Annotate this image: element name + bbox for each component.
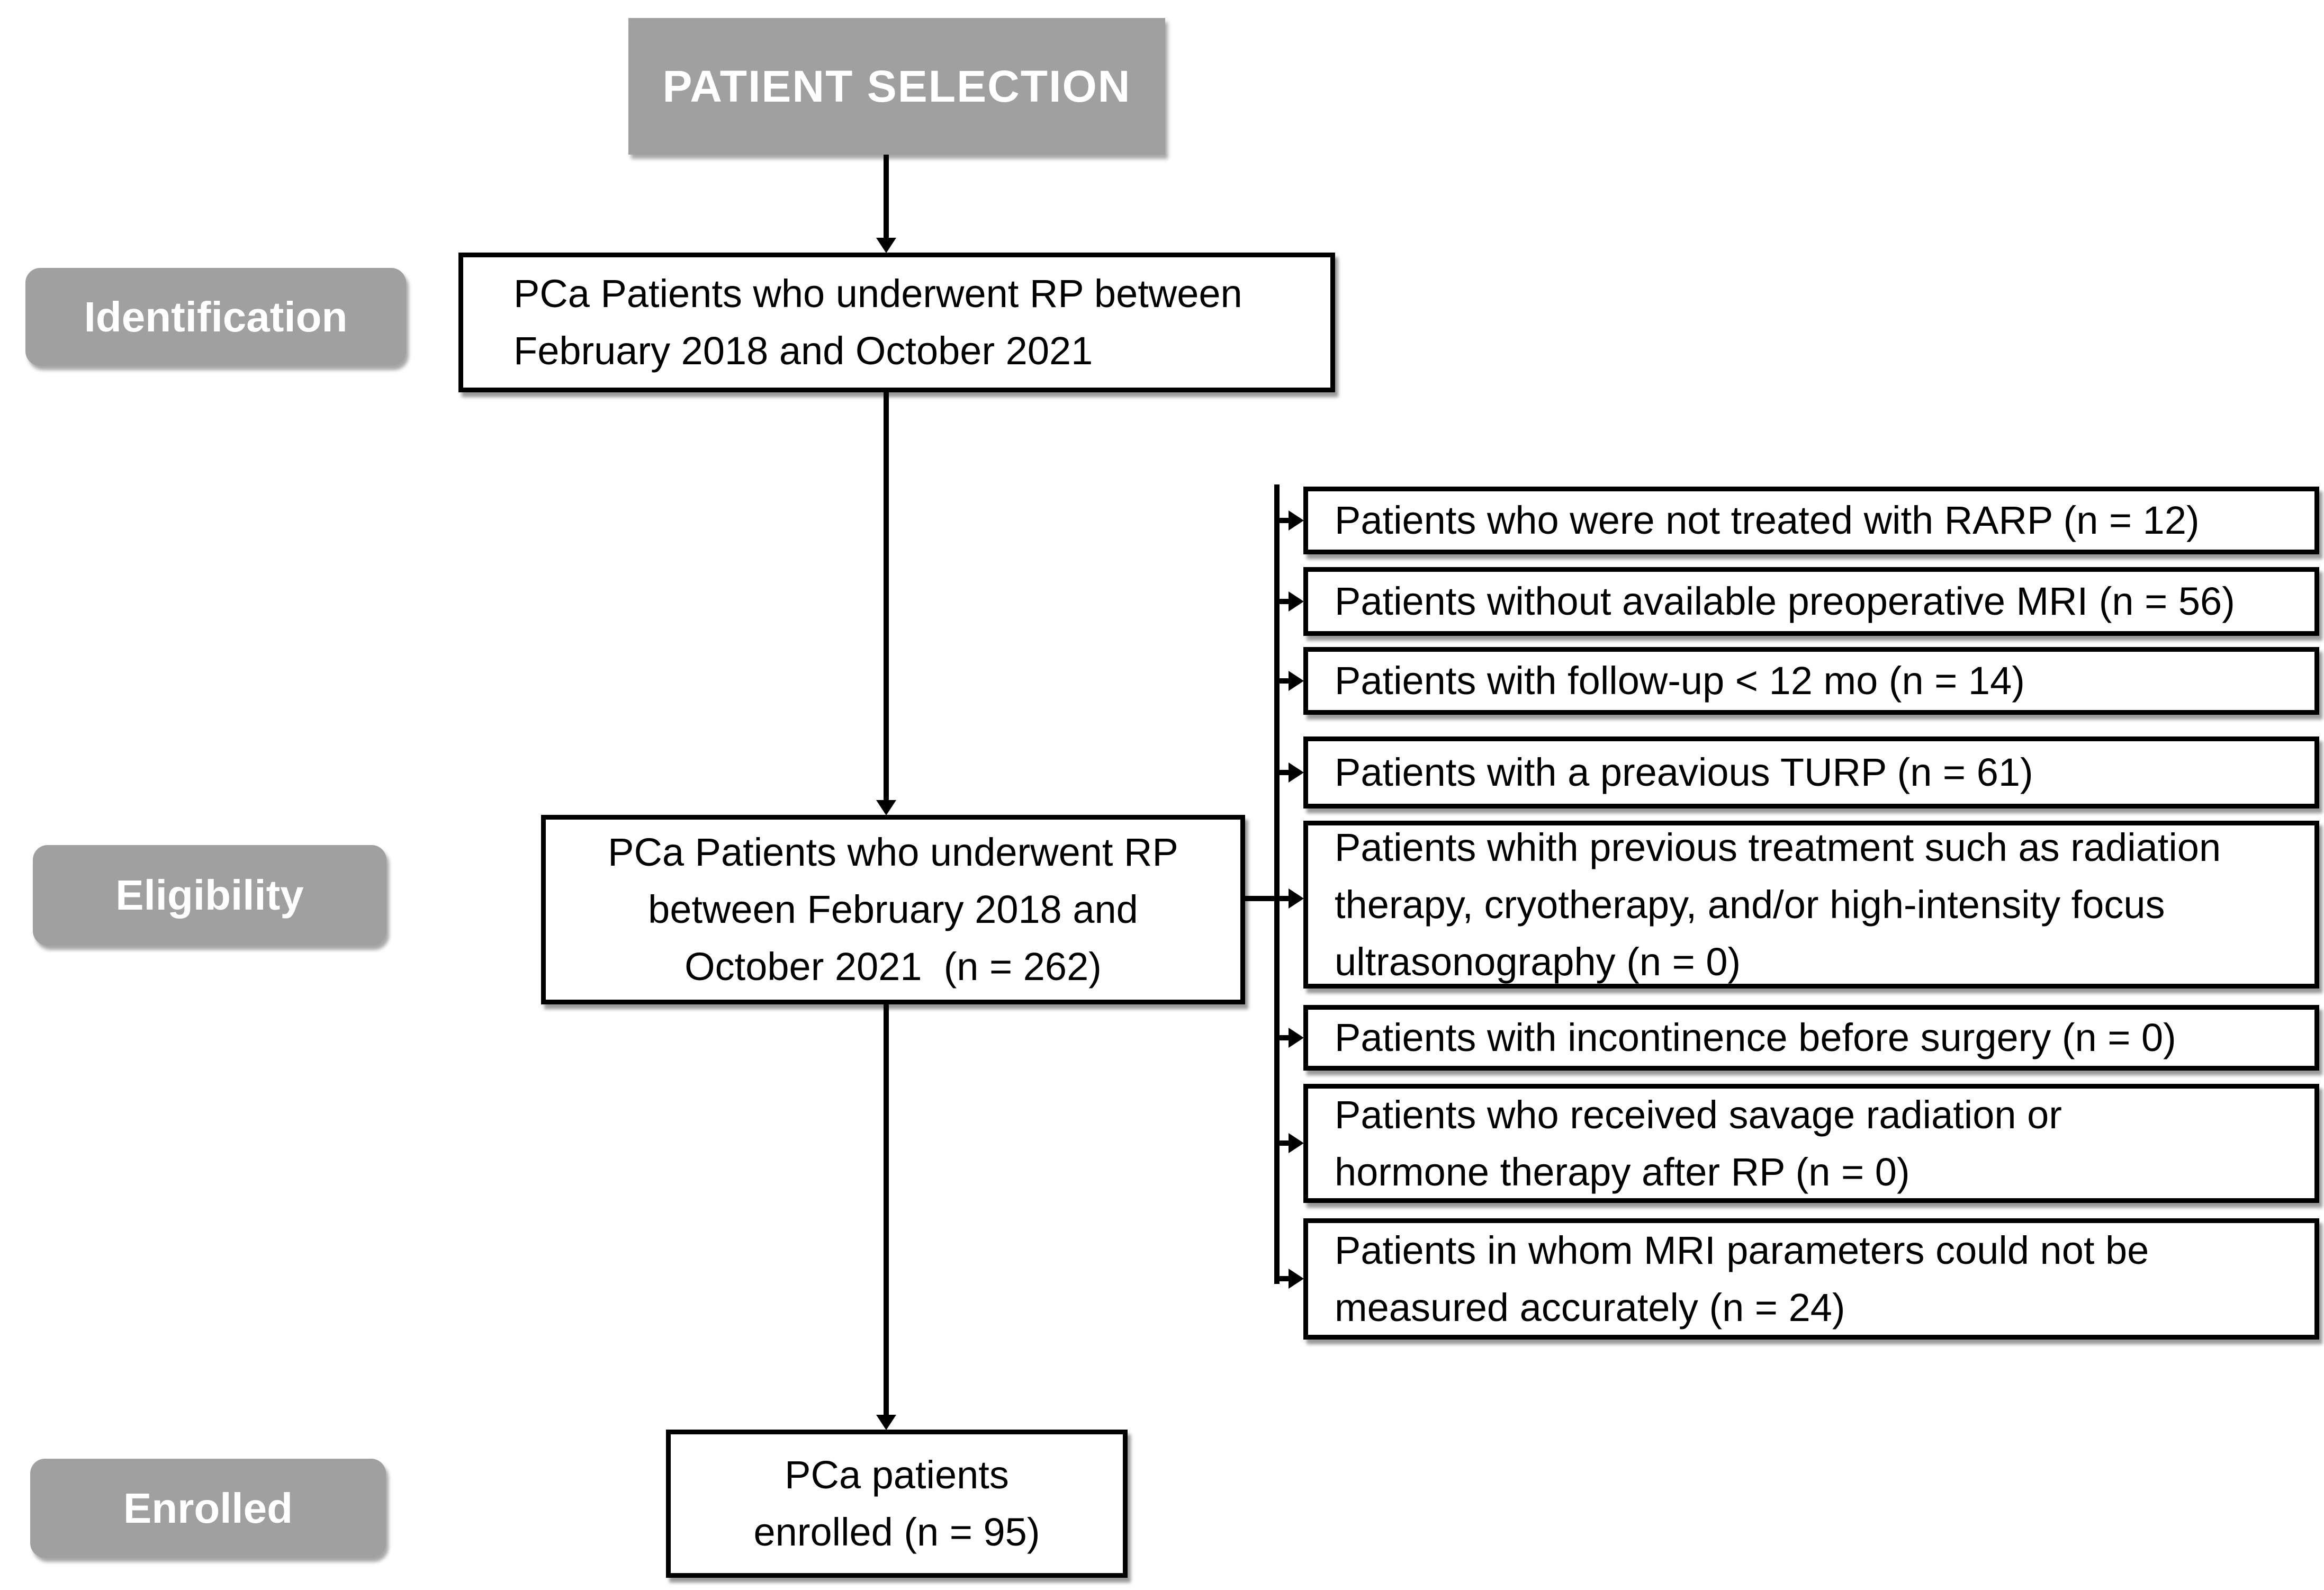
banner-patient-selection: PATIENT SELECTION xyxy=(628,18,1165,155)
exclusion-stub-line xyxy=(1277,518,1292,523)
exclusion-text: Patients who received savage radiation o… xyxy=(1335,1092,2062,1137)
stage-label-enrolled: Enrolled xyxy=(30,1459,386,1558)
exclusion-stub-line xyxy=(1277,1035,1292,1040)
exclusion-text: ultrasonography (n = 0) xyxy=(1335,939,1741,984)
exclusion-box-incontinence: Patients with incontinence before surger… xyxy=(1303,1005,2319,1071)
arrowhead-right-icon xyxy=(1289,510,1304,531)
exclusion-box-mri-parameters: Patients in whom MRI parameters could no… xyxy=(1303,1218,2319,1340)
exclusion-box-short-followup: Patients with follow-up < 12 mo (n = 14) xyxy=(1303,647,2319,715)
flow-box-text: between February 2018 and xyxy=(648,887,1138,931)
banner-label: PATIENT SELECTION xyxy=(662,61,1131,111)
exclusion-text: Patients with incontinence before surger… xyxy=(1335,1016,2176,1059)
flow-box-text: February 2018 and October 2021 xyxy=(514,329,1093,373)
stage-label-text: Eligibility xyxy=(115,872,304,919)
identification-box: PCa Patients who underwent RP between Fe… xyxy=(458,253,1335,392)
arrow-eligibility-to-enrolled-line xyxy=(884,1004,889,1418)
stage-label-identification: Identification xyxy=(25,268,406,366)
flow-box-text: October 2021 (n = 262) xyxy=(684,945,1102,989)
exclusion-stub-line xyxy=(1277,678,1292,684)
arrow-banner-to-identification-line xyxy=(884,155,889,241)
exclusion-text: measured accurately (n = 24) xyxy=(1335,1285,1845,1330)
eligibility-to-exclusions-line xyxy=(1245,896,1291,901)
exclusion-text: Patients whith previous treatment such a… xyxy=(1335,825,2221,869)
exclusion-stub-line xyxy=(1277,1140,1292,1146)
exclusion-text: Patients without available preoperative … xyxy=(1335,579,2235,623)
exclusion-stub-line xyxy=(1277,770,1292,775)
stage-label-text: Enrolled xyxy=(123,1484,293,1532)
enrolled-box: PCa patients enrolled (n = 95) xyxy=(666,1430,1128,1578)
exclusion-stub-line xyxy=(1277,1276,1292,1281)
exclusion-box-no-preop-mri: Patients without available preoperative … xyxy=(1303,567,2319,636)
exclusions-trunk-line xyxy=(1274,484,1280,1284)
arrowhead-down-icon xyxy=(876,800,896,815)
flow-box-text: PCa Patients who underwent RP xyxy=(608,830,1178,874)
arrowhead-down-icon xyxy=(876,1415,896,1430)
stage-label-text: Identification xyxy=(84,293,348,340)
exclusion-stub-line xyxy=(1277,599,1292,604)
exclusion-text: Patients who were not treated with RARP … xyxy=(1335,498,2200,542)
exclusion-box-previous-treatment: Patients whith previous treatment such a… xyxy=(1303,821,2319,989)
exclusion-text: Patients in whom MRI parameters could no… xyxy=(1335,1228,2149,1272)
arrowhead-right-icon xyxy=(1289,1269,1304,1289)
exclusion-box-previous-turp: Patients with a preavious TURP (n = 61) xyxy=(1303,736,2319,809)
arrowhead-right-icon xyxy=(1289,591,1304,612)
arrowhead-down-icon xyxy=(876,238,896,253)
exclusion-text: hormone therapy after RP (n = 0) xyxy=(1335,1149,1910,1194)
eligibility-box: PCa Patients who underwent RP between Fe… xyxy=(541,815,1245,1004)
arrowhead-right-icon xyxy=(1289,888,1304,909)
arrowhead-right-icon xyxy=(1289,671,1304,691)
arrowhead-right-icon xyxy=(1289,1133,1304,1153)
stage-label-eligibility: Eligibility xyxy=(33,845,386,946)
arrowhead-right-icon xyxy=(1289,1028,1304,1048)
arrow-identification-to-eligibility-line xyxy=(884,392,889,803)
flow-box-text: PCa Patients who underwent RP between xyxy=(514,272,1242,316)
flow-box-text: PCa patients xyxy=(785,1453,1009,1497)
arrowhead-right-icon xyxy=(1289,762,1304,783)
exclusion-box-savage-therapy: Patients who received savage radiation o… xyxy=(1303,1084,2319,1203)
exclusion-box-no-rarp: Patients who were not treated with RARP … xyxy=(1303,487,2319,554)
exclusion-text: Patients with a preavious TURP (n = 61) xyxy=(1335,750,2033,794)
exclusion-text: Patients with follow-up < 12 mo (n = 14) xyxy=(1335,659,2025,703)
exclusion-text: therapy, cryotherapy, and/or high-intens… xyxy=(1335,882,2165,927)
flow-box-text: enrolled (n = 95) xyxy=(753,1510,1040,1554)
